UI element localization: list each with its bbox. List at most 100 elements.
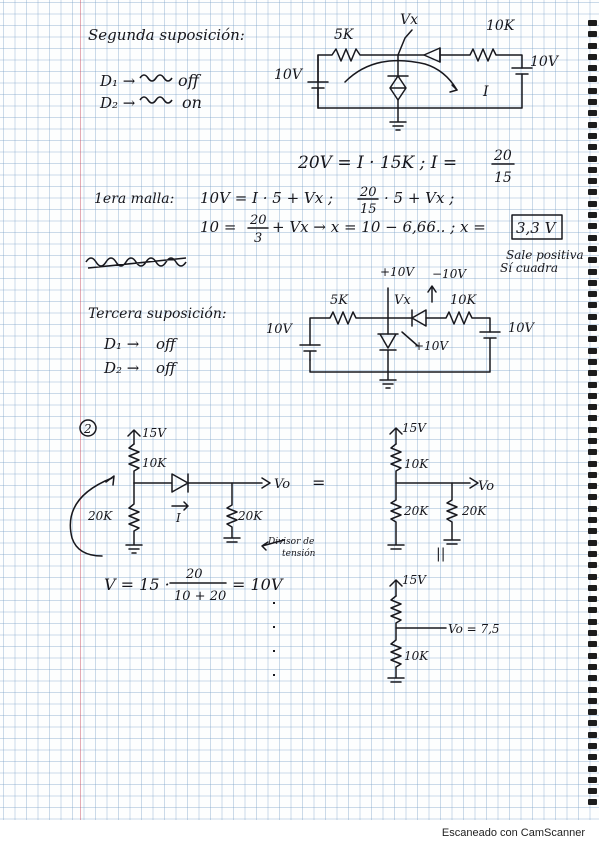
circuit-equivalent-parallel: 15V 10K Vo 20K 20K || bbox=[387, 421, 494, 562]
output-vo-label: Vo bbox=[478, 479, 494, 494]
spiral-ring bbox=[588, 31, 597, 38]
circuit-divider-with-diode: 15V 10K 20K 20K Vo I = Divisor de tensió… bbox=[69, 426, 325, 559]
resistor-10k-label: 10K bbox=[142, 456, 167, 470]
spiral-ring bbox=[588, 257, 597, 264]
spiral-ring bbox=[588, 392, 597, 399]
spiral-ring bbox=[588, 20, 597, 26]
spiral-ring bbox=[588, 776, 597, 783]
spiral-ring bbox=[588, 788, 597, 795]
resistor-20k-left-label: 20K bbox=[87, 509, 113, 523]
diode-1-state: off bbox=[178, 71, 202, 90]
spiral-ring bbox=[588, 494, 597, 501]
minus-10v-label: −10V bbox=[432, 267, 467, 281]
spiral-ring bbox=[588, 731, 597, 738]
spiral-ring bbox=[588, 325, 597, 332]
spiral-ring bbox=[588, 618, 597, 625]
formula-numerator: 20 bbox=[185, 567, 203, 582]
loop-equation-2a: 10 = bbox=[200, 218, 236, 236]
spiral-ring bbox=[588, 291, 597, 298]
spiral-ring bbox=[588, 483, 597, 490]
resistor-20k-right-label: 20K bbox=[237, 509, 263, 523]
vx-label: Vx bbox=[400, 12, 418, 28]
spiral-ring bbox=[588, 686, 597, 693]
spiral-ring bbox=[588, 381, 597, 388]
crossed-out-word bbox=[139, 74, 173, 82]
resistor-5k-label: 5K bbox=[334, 27, 355, 43]
spiral-ring bbox=[588, 404, 597, 411]
diode-1-label: D₁ → bbox=[103, 335, 140, 353]
spiral-ring bbox=[588, 370, 597, 377]
spiral-ring bbox=[588, 754, 597, 761]
check-note-1: Sale positiva bbox=[506, 248, 584, 262]
spiral-ring bbox=[588, 268, 597, 275]
spiral-ring bbox=[588, 53, 597, 60]
spiral-ring bbox=[588, 607, 597, 614]
spiral-ring bbox=[588, 584, 597, 591]
spiral-ring bbox=[588, 200, 597, 207]
spiral-ring bbox=[588, 110, 597, 117]
current-label: I bbox=[175, 511, 181, 525]
fraction-numerator: 20 bbox=[493, 148, 512, 164]
check-note-2: Sí cuadra bbox=[500, 261, 558, 275]
spiral-ring bbox=[588, 87, 597, 94]
resistor-20k-left-label: 20K bbox=[403, 504, 429, 518]
spiral-ring bbox=[588, 358, 597, 365]
spiral-ring bbox=[588, 347, 597, 354]
spiral-ring bbox=[588, 720, 597, 727]
resistor-10k-label: 10K bbox=[404, 457, 429, 471]
loop-label: 1era malla: bbox=[94, 191, 174, 207]
spiral-ring bbox=[588, 99, 597, 106]
resistor-10k-label: 10K bbox=[486, 18, 516, 34]
margin-line bbox=[80, 0, 81, 820]
spiral-ring bbox=[588, 155, 597, 162]
spiral-ring bbox=[588, 663, 597, 670]
spiral-ring bbox=[588, 166, 597, 173]
loop-equation-2b: + Vx → x = 10 − 6,66.. ; x = bbox=[272, 218, 486, 236]
resistor-5k-label: 5K bbox=[330, 293, 349, 308]
source-15v-label: 15V bbox=[402, 573, 427, 587]
circuit-reduced-divider: 15V Vo = 7,5 10K bbox=[387, 573, 500, 683]
plus-10v-label: +10V bbox=[380, 265, 415, 279]
spiral-ring bbox=[588, 743, 597, 749]
spiral-ring bbox=[588, 212, 597, 219]
resistor-10k-label: 10K bbox=[404, 649, 429, 663]
spiral-ring bbox=[588, 799, 597, 806]
spiral-ring bbox=[588, 765, 597, 772]
problem-number-circle bbox=[79, 419, 97, 437]
source-right-label: 10V bbox=[530, 54, 560, 70]
spiral-ring bbox=[588, 596, 597, 603]
source-right-label: 10V bbox=[508, 321, 536, 336]
formula-result: = 10V bbox=[232, 575, 284, 594]
spiral-ring bbox=[588, 505, 597, 512]
output-vo-label: Vo bbox=[274, 477, 290, 492]
problem-2: 2 15V 10K 20K 20K Vo I = Diviso bbox=[69, 419, 500, 690]
vx-label: Vx bbox=[394, 293, 411, 308]
spiral-ring bbox=[588, 652, 597, 659]
resistor-10k-label: 10K bbox=[450, 293, 478, 308]
parallel-symbol: || bbox=[436, 546, 445, 562]
spiral-ring bbox=[588, 234, 597, 241]
equation-main: 20V = I · 15K ; I = bbox=[297, 153, 457, 173]
spiral-ring bbox=[588, 76, 597, 83]
loop-eq-fraction-num: 20 bbox=[359, 185, 377, 200]
spiral-ring bbox=[588, 517, 597, 524]
spiral-ring bbox=[588, 279, 597, 286]
spiral-ring bbox=[588, 449, 597, 456]
section-title: Segunda suposición: bbox=[88, 26, 245, 44]
spiral-ring bbox=[588, 336, 597, 343]
problem-number: 2 bbox=[83, 422, 92, 436]
spiral-ring bbox=[588, 132, 597, 139]
spiral-ring bbox=[588, 121, 597, 128]
spiral-binding bbox=[585, 20, 599, 820]
result-box: 3,3 V bbox=[516, 219, 558, 237]
scanner-footer-band bbox=[0, 820, 599, 848]
spiral-ring bbox=[588, 426, 597, 433]
section-second-assumption: Segunda suposición: D₁ → off D₂ → on bbox=[88, 12, 584, 275]
divider-note-2: tensión bbox=[282, 548, 316, 559]
circuit-second-assumption: 5K Vx 10K 10V 10V I bbox=[274, 12, 560, 131]
spiral-ring bbox=[588, 178, 597, 185]
scanner-watermark: Escaneado con CamScanner bbox=[441, 827, 585, 839]
loop-eq-fraction-den: 15 bbox=[360, 202, 377, 217]
loop-equation-1b: · 5 + Vx ; bbox=[384, 189, 454, 207]
